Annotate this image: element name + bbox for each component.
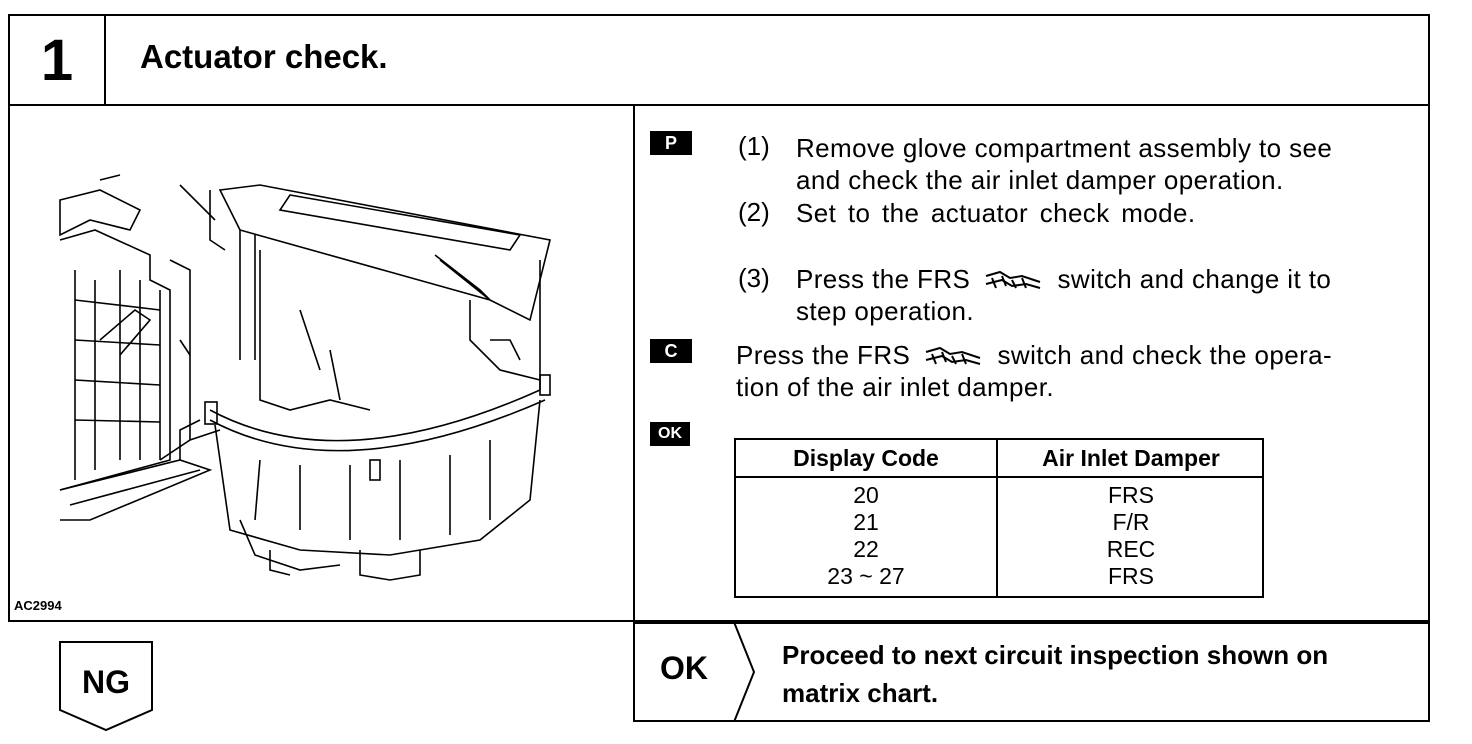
ok-arrow-divider (733, 622, 756, 722)
table-header-divider (734, 476, 1264, 478)
table-cell-damper: FRS (1108, 482, 1154, 508)
heater-blower-unit-drawing (59, 174, 551, 581)
table-column-divider (996, 438, 998, 598)
check-tag: C (650, 339, 692, 363)
step-3-text-after: switch and change it to (1057, 264, 1332, 294)
fresh-air-icon (925, 347, 981, 366)
step-2-number: (2) (738, 197, 770, 227)
step-3-text-before: Press the FRS (796, 264, 971, 294)
check-text-before: Press the FRS (736, 340, 911, 370)
step-number: 1 (40, 27, 74, 93)
step-3-number: (3) (738, 263, 770, 293)
ok-result-label: OK (660, 650, 708, 686)
ng-result-badge (59, 641, 153, 732)
check-line2: tion of the air inlet damper. (736, 372, 1055, 402)
ok-result-box (633, 622, 1430, 722)
table-cell-damper: F/R (1112, 509, 1150, 535)
ok-tag: OK (650, 422, 690, 446)
check-text-after: switch and check the opera- (997, 340, 1333, 370)
step-header (8, 14, 1430, 106)
table-cell-damper: FRS (1108, 563, 1154, 589)
step-number-cell (8, 14, 106, 106)
ok-result-line1: Proceed to next circuit inspection shown… (782, 640, 1329, 670)
check-line1: Press the FRS switch and check the opera… (736, 339, 1332, 372)
fresh-air-icon (985, 271, 1041, 290)
table-cell-code: 23 ~ 27 (827, 563, 905, 589)
step-1-line1: Remove glove compartment assembly to see (796, 133, 1333, 163)
step-2-line1: Set to the actuator check mode. (796, 198, 1196, 228)
table-cell-code: 20 (853, 482, 879, 508)
ok-result-line2: matrix chart. (782, 678, 939, 708)
step-3-line1: Press the FRS switch and change it to (796, 263, 1331, 296)
step-title: Actuator check. (140, 38, 388, 75)
figure-label: AC2994 (14, 598, 62, 613)
table-header-display-code: Display Code (793, 445, 939, 471)
prep-tag: P (650, 131, 692, 155)
step-1-number: (1) (738, 131, 770, 161)
column-divider (633, 106, 635, 722)
step-body (8, 106, 1430, 622)
ng-result-label: NG (82, 664, 130, 700)
table-cell-damper: REC (1106, 536, 1156, 562)
display-code-table (734, 438, 1264, 598)
table-cell-code: 22 (853, 536, 879, 562)
table-header-air-inlet-damper: Air Inlet Damper (1042, 445, 1220, 471)
table-cell-code: 21 (853, 509, 879, 535)
ok-result-text: Proceed to next circuit inspection shown… (782, 636, 1328, 712)
step-3-line2: step operation. (796, 296, 975, 326)
step-1-line2: and check the air inlet damper operation… (796, 165, 1284, 195)
